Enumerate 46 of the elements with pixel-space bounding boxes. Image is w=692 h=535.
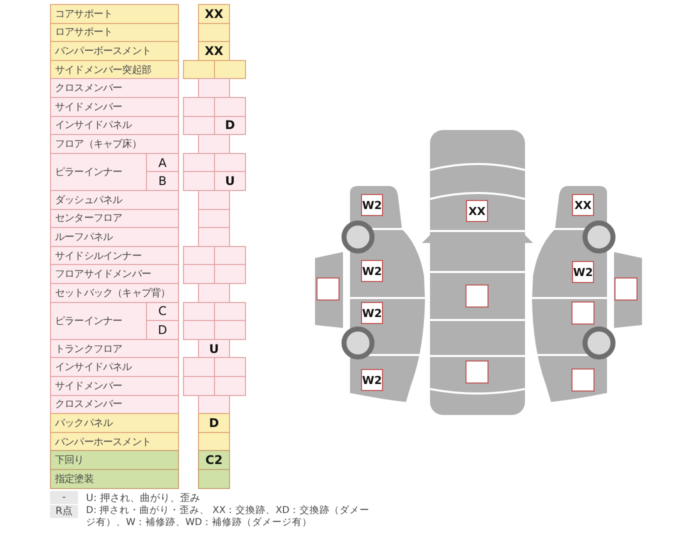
part-name-cell: ルーフパネル: [50, 227, 179, 247]
legend-key: -: [50, 491, 78, 504]
damage-code: W2: [361, 302, 383, 324]
grade-code: U: [198, 338, 230, 358]
part-name-cell: ピラーインナー: [50, 302, 147, 340]
grade-code: XX: [198, 41, 230, 61]
legend-key: R点: [50, 505, 78, 518]
legend-note: U: 押され、曲がり、歪み: [86, 492, 200, 505]
grade-code: U: [214, 171, 246, 191]
grade-code: C2: [198, 450, 230, 470]
part-name-cell: クロスメンバー: [50, 78, 179, 98]
part-name-cell: インサイドパネル: [50, 116, 179, 136]
sub-part-cell: A: [146, 152, 179, 172]
damage-code: W2: [572, 261, 594, 283]
part-name-cell: バンパーボースメント: [50, 41, 179, 61]
damage-code: XX: [466, 200, 488, 222]
legend-note: D: 押され・曲がり・歪み、 XX：交換跡、XD：交換跡（ダメージ有）、W：補修跡、WD：補修跡（ダメージ有）: [86, 505, 370, 529]
part-name-cell: ダッシュパネル: [50, 190, 179, 210]
part-name-cell: サイドメンバー: [50, 376, 179, 396]
part-name-cell: セットバック（キャブ背）: [50, 283, 179, 303]
part-name-cell: サイドシルインナー: [50, 246, 179, 266]
part-name-cell: 下回り: [50, 450, 179, 470]
part-name-cell: バンパーホースメント: [50, 432, 179, 452]
sub-part-cell: C: [146, 302, 179, 322]
grade-code: D: [214, 116, 246, 136]
damage-code: W2: [361, 260, 383, 282]
damage-code: XX: [572, 194, 594, 216]
grade-code: D: [198, 413, 230, 433]
part-name-cell: ピラーインナー: [50, 152, 147, 191]
part-name-cell: インサイドパネル: [50, 357, 179, 377]
part-name-cell: クロスメンバー: [50, 394, 179, 414]
part-name-cell: コアサポート: [50, 4, 179, 24]
sub-part-cell: B: [146, 171, 179, 191]
sub-part-cell: D: [146, 320, 179, 340]
damage-code: W2: [361, 369, 383, 391]
part-name-cell: フロア（キャブ床）: [50, 134, 179, 154]
part-name-cell: 指定塗装: [50, 469, 179, 489]
damage-code: W2: [361, 194, 383, 216]
part-name-cell: サイドメンバー突起部: [50, 60, 179, 80]
part-name-cell: センターフロア: [50, 208, 179, 228]
part-name-cell: ロアサポート: [50, 22, 179, 42]
grade-code: XX: [198, 4, 230, 24]
part-name-cell: フロアサイドメンバー: [50, 264, 179, 284]
part-name-cell: トランクフロア: [50, 338, 179, 358]
part-name-cell: サイドメンバー: [50, 97, 179, 117]
part-name-cell: バックパネル: [50, 413, 179, 433]
